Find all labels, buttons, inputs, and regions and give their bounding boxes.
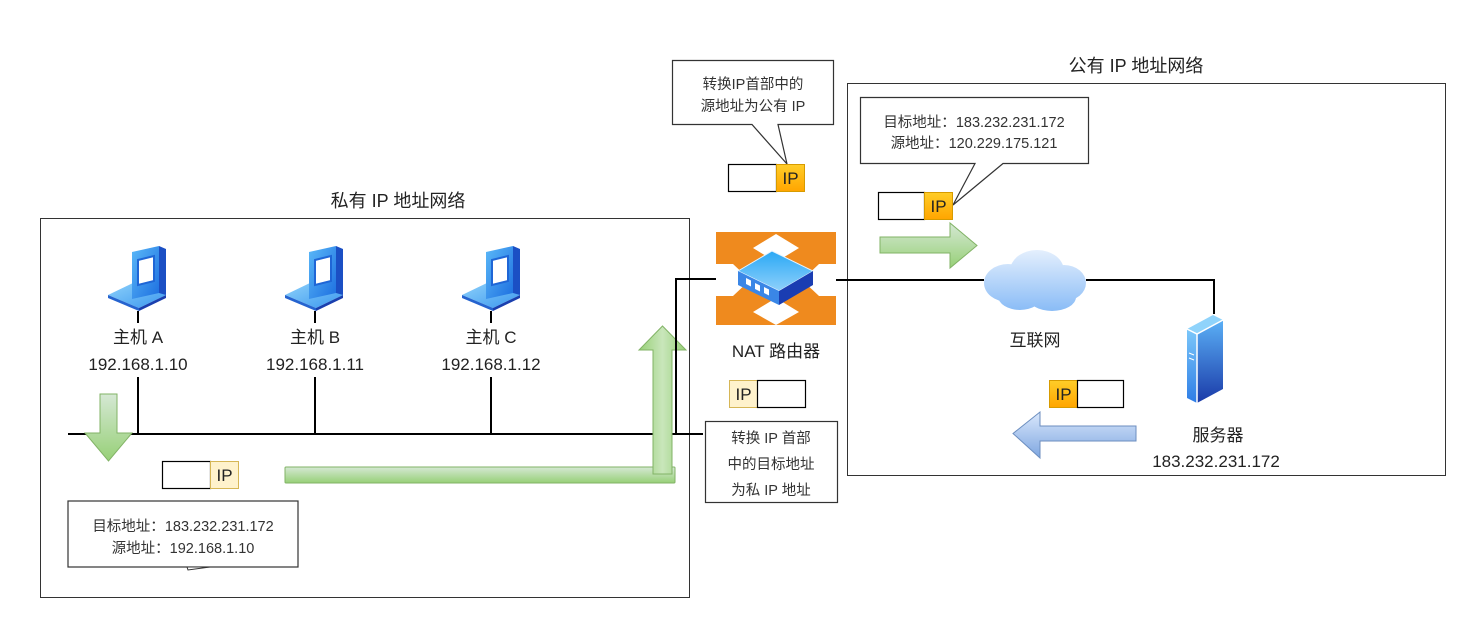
note-line: 转换 IP 首部 [731, 430, 811, 447]
server-ip: 183.232.231.172 [1152, 452, 1280, 471]
ip-packet-nat-outbound: IP [727, 163, 805, 193]
private-network-frame [40, 218, 690, 598]
host-ip: 192.168.1.10 [88, 355, 187, 374]
packet-header-label: IP [1055, 385, 1071, 404]
internet-server-link [1086, 279, 1215, 314]
callout-box [859, 96, 1090, 206]
server-icon [1186, 315, 1224, 403]
note-box [704, 420, 839, 504]
private-packet-callout: 目标地址：183.232.231.172 源地址：192.168.1.10 [67, 500, 299, 571]
private-network: 私有 IP 地址网络 主机 A 192.168.1.10 [40, 191, 703, 598]
host-name: 主机 C [466, 328, 517, 347]
callout-box [67, 500, 299, 568]
nat-inbound-note: 转换 IP 首部 中的目标地址 为私 IP 地址 [704, 420, 839, 504]
router-icon [716, 232, 836, 325]
router-label: NAT 路由器 [732, 342, 820, 361]
internet-label: 互联网 [1010, 331, 1061, 350]
callout-destination: 目标地址：183.232.231.172 [92, 518, 273, 535]
callout-box [671, 59, 835, 165]
public-network-title: 公有 IP 地址网络 [1069, 56, 1204, 76]
laptop-icon [108, 246, 166, 311]
callout-tail [186, 566, 211, 571]
private-network-title: 私有 IP 地址网络 [331, 191, 466, 211]
packet-payload [877, 191, 926, 221]
packet-payload [727, 163, 778, 193]
cloud-icon [984, 250, 1086, 311]
host-b: 主机 B 192.168.1.11 [266, 246, 364, 434]
packet-header [924, 192, 953, 220]
host-c: 主机 C 192.168.1.12 [441, 246, 541, 434]
callout-source: 源地址：192.168.1.10 [112, 540, 255, 557]
packet-header [729, 380, 758, 408]
packet-header-label: IP [735, 385, 751, 404]
router-lan-link [675, 278, 716, 434]
host-ip: 192.168.1.11 [266, 355, 364, 374]
callout-line: 转换IP首部中的 [703, 76, 804, 93]
ip-packet-nat-inbound: IP [729, 379, 807, 409]
public-packet-callout: 目标地址：183.232.231.172 源地址：120.229.175.121 [859, 96, 1090, 206]
nat-router: 转换IP首部中的 源地址为公有 IP IP NAT 路由器 [671, 59, 839, 504]
ip-packet-public-outbound: IP [877, 191, 953, 221]
green-down-arrow-icon [83, 393, 134, 462]
packet-payload [1076, 379, 1125, 409]
packet-payload [161, 460, 212, 490]
host-name: 主机 A [113, 328, 164, 347]
blue-left-arrow-icon [1012, 410, 1137, 460]
green-up-arrow-icon [284, 325, 688, 484]
packet-header-label: IP [782, 169, 798, 188]
ip-packet-private: IP [161, 460, 239, 490]
green-right-arrow-icon [879, 221, 978, 270]
server-label: 服务器 [1193, 426, 1244, 445]
note-line: 中的目标地址 [728, 456, 815, 473]
callout-source: 源地址：120.229.175.121 [891, 135, 1058, 152]
nat-outbound-callout: 转换IP首部中的 源地址为公有 IP [671, 59, 835, 165]
laptop-icon [285, 246, 343, 311]
packet-payload [756, 379, 807, 409]
packet-header-label: IP [216, 466, 232, 485]
laptop-icon [462, 246, 520, 311]
ip-packet-public-inbound: IP [1049, 379, 1125, 409]
packet-header [210, 461, 239, 489]
host-name: 主机 B [290, 328, 340, 347]
packet-header [776, 164, 805, 192]
public-network: 公有 IP 地址网络 目标地址：183.232.231.172 源地址：120.… [836, 56, 1446, 476]
host-a: 主机 A 192.168.1.10 [88, 246, 188, 434]
callout-line: 源地址为公有 IP [701, 98, 806, 115]
callout-destination: 目标地址：183.232.231.172 [883, 114, 1064, 131]
host-ip: 192.168.1.12 [441, 355, 540, 374]
note-line: 为私 IP 地址 [731, 482, 811, 499]
packet-header-label: IP [930, 197, 946, 216]
